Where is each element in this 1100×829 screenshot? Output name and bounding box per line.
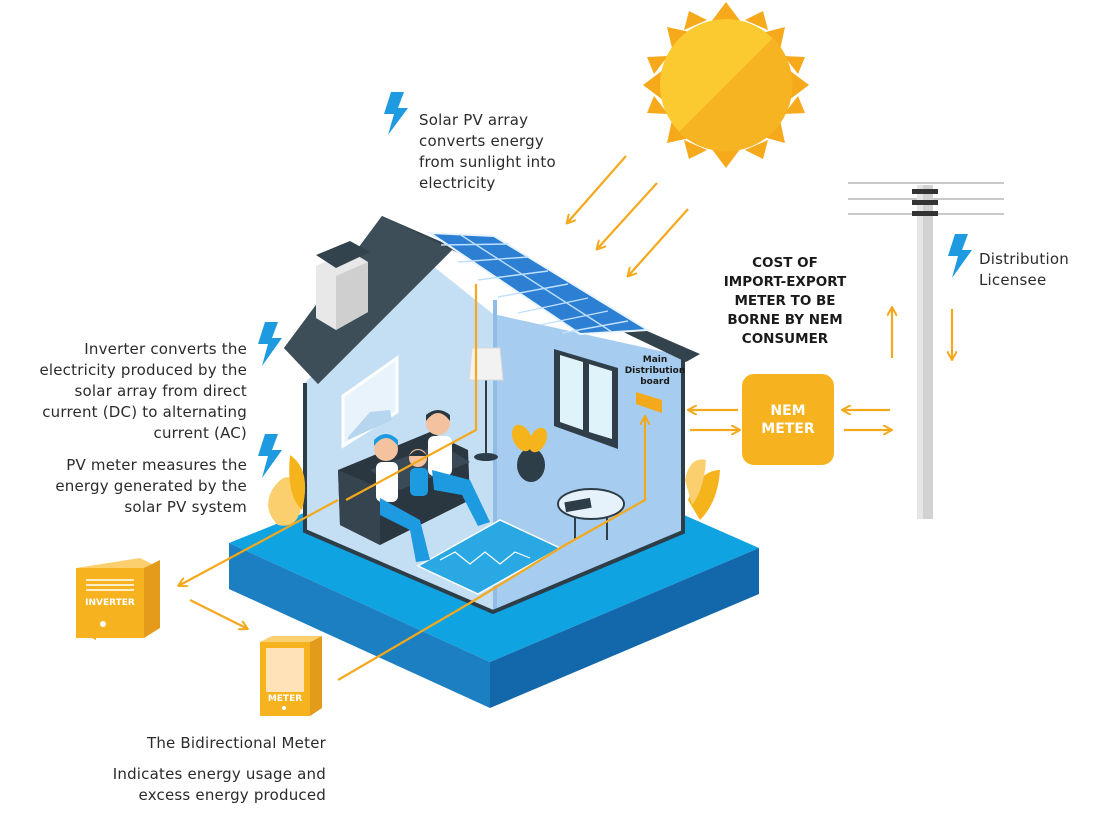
inverter-device-label: INVERTER	[85, 598, 135, 608]
lightning-bolt-icon	[384, 92, 408, 135]
inverter-label: Inverter converts the electricity produc…	[39, 340, 247, 442]
main-distribution-board-label: Main Distribution board	[624, 355, 686, 387]
lightning-bolt-icon	[258, 434, 282, 478]
sun-icon	[643, 2, 809, 168]
house-roof	[284, 216, 700, 384]
solar-pv-label: Solar PV array converts energy from sunl…	[419, 111, 556, 192]
nem-meter-label: NEM METER	[761, 402, 815, 437]
bidirectional-meter-desc: Indicates energy usage and excess energy…	[112, 765, 326, 804]
outside-plants	[268, 455, 720, 526]
bidirectional-meter-title: The Bidirectional Meter	[146, 734, 326, 752]
lightning-bolt-icon	[258, 322, 282, 366]
bidirectional-meter-device	[260, 636, 322, 716]
cost-note: COST OF IMPORT-EXPORT METER TO BE BORNE …	[723, 255, 847, 347]
utility-pole	[848, 182, 1004, 519]
pv-meter-label: PV meter measures the energy generated b…	[55, 456, 247, 516]
nem-meter-box: NEM METER	[742, 374, 834, 465]
grid-flow-arrows	[690, 309, 952, 430]
distribution-licensee-label: Distribution Licensee	[979, 250, 1069, 289]
sun-ray-arrows	[568, 155, 689, 275]
lightning-bolt-icon	[948, 234, 972, 278]
wiring	[180, 284, 645, 681]
inverter-device	[76, 558, 160, 640]
meter-device-label: METER	[267, 694, 303, 704]
